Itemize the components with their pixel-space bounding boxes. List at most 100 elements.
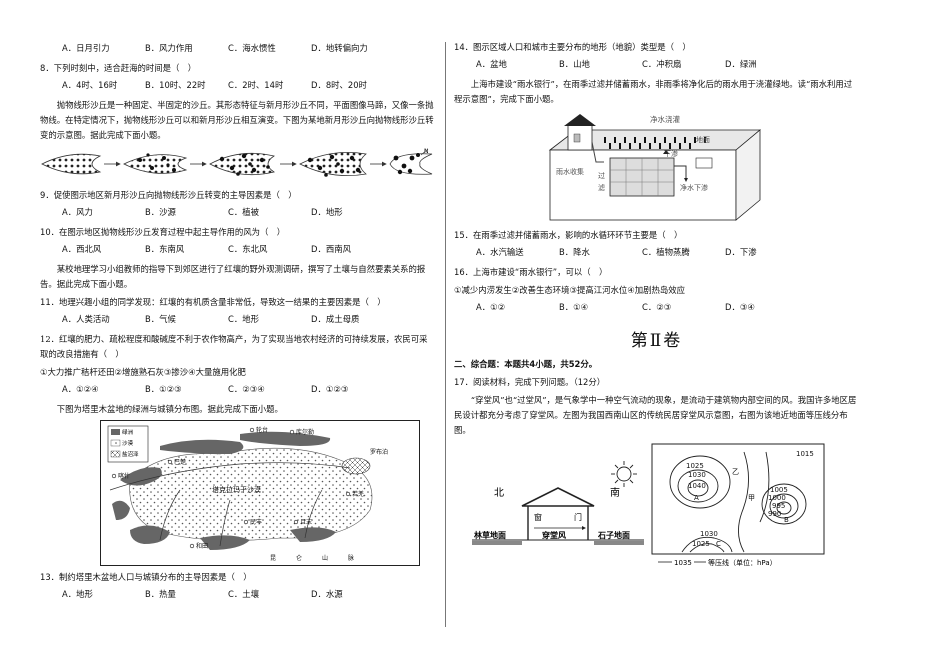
q7-option-b: B．风力作用 <box>145 43 193 53</box>
legend-desert-swatch <box>110 439 121 447</box>
q9-option-c: C．植被 <box>228 207 259 217</box>
tarim-map: 绿洲 沙漠 盐沼泽 轮台 库尔勒 巴楚 塔克拉玛干沙漠 民丰 若羌 昆 仑 山 … <box>100 420 420 566</box>
q13-stem: 13．制约塔里木盆地人口与城镇分布的主导因素是（ ） <box>40 572 252 582</box>
q13-option-d: D．水源 <box>311 589 343 599</box>
q7-option-a: A．日月引力 <box>62 43 110 53</box>
rain-label-seep: 下渗 <box>664 149 678 158</box>
city-markers <box>111 427 351 549</box>
right-column: 14．图示区域人口和城市主要分布的地形（地貌）类型是（ ） A．盆地 B．山地 … <box>454 40 859 570</box>
isobar-label-990: 990 <box>768 510 781 518</box>
plant-rows <box>604 137 706 149</box>
q14-option-b: B．山地 <box>559 59 590 69</box>
q8-option-b: B．10时、22时 <box>145 80 206 90</box>
q9-options: A．风力 B．沙源 C．植被 D．地形 <box>62 206 435 219</box>
q8-option-a: A．4时、16时 <box>62 80 118 90</box>
q11-option-b: B．气候 <box>145 314 176 324</box>
q17-stem: 17．阅读材料，完成下列问题。（12分） <box>454 377 606 387</box>
q13-option-a: A．地形 <box>62 589 93 599</box>
dune-diagram-svg: N <box>41 148 433 177</box>
map-label-minfeng: 民丰 <box>250 518 262 526</box>
left-column: A．日月引力 B．风力作用 C．海水惯性 D．地转偏向力 8．下列时刻中，适合赶… <box>40 40 435 607</box>
q15-stem: 15．在雨季过滤并储蓄雨水，影响的水循环环节主要是（ ） <box>454 230 683 240</box>
dune-intro: 抛物线形沙丘是一种固定、半固定的沙丘。其形态特征与新月形沙丘不同，平面图像马蹄，… <box>40 100 434 140</box>
q14-option-a: A．盆地 <box>476 59 507 69</box>
q11-options: A．人类活动 B．气候 C．地形 D．成土母质 <box>62 313 435 326</box>
q9-stem: 9．促使图示地区新月形沙丘向抛物线形沙丘转变的主导因素是（ ） <box>40 190 297 200</box>
dune-stage-4 <box>299 152 367 177</box>
q9-option-b: B．沙源 <box>145 207 176 217</box>
rain-intro: 上海市建设“雨水银行”，在雨季过滤并储蓄雨水，非雨季将净化后的雨水用于浇灌绿地。… <box>454 79 853 104</box>
isobar-label-1015: 1015 <box>796 450 814 458</box>
house-label-window: 窗 <box>534 512 542 522</box>
q9-option-a: A．风力 <box>62 207 93 217</box>
q16-options: A．①② B．①④ C．②③ D．③④ <box>476 301 859 314</box>
isobar-label-B: B <box>784 516 789 524</box>
q17-figures-svg: 北 南 窗 门 林草地面 穿堂风 石子地面 <box>472 443 825 567</box>
q7-options: A．日月引力 B．风力作用 C．海水惯性 D．地转偏向力 <box>62 42 435 55</box>
pump-box <box>695 157 713 169</box>
q12-option-c: C．②③④ <box>228 384 265 394</box>
column-divider <box>445 42 446 627</box>
isobar-label-A: A <box>694 494 699 502</box>
isobar-label-jia: 甲 <box>748 494 755 502</box>
isobar-label-C: C <box>716 540 721 548</box>
map-label-qiemo: 且末 <box>300 518 312 526</box>
field-intro: 某校地理学习小组教师的指导下到郊区进行了红壤的野外观测调研，撰写了土壤与自然要素… <box>40 264 426 289</box>
rain-label-seep-2: 净水下渗 <box>680 183 708 192</box>
q12-stem: 12．红壤的肥力、疏松程度和酸碱度不利于农作物高产，为了实现当地农村经济的可持续… <box>40 334 428 359</box>
q13-option-b: B．热量 <box>145 589 176 599</box>
isobar-label-1025a: 1025 <box>686 462 704 470</box>
map-label-lun: 仑 <box>296 554 302 562</box>
q11-stem: 11．地理兴趣小组的同学发现：红壤的有机质含量非常低，导致这一结果的主要因素是（… <box>40 297 386 307</box>
q10-option-b: B．东南风 <box>145 244 185 254</box>
q10-options: A．西北风 B．东南风 C．东北风 D．西南风 <box>62 243 435 256</box>
rain-label-filter-2: 滤 <box>598 183 605 192</box>
dune-stage-5: N <box>389 148 433 175</box>
q15-option-d: D．下渗 <box>725 247 757 257</box>
q14-options: A．盆地 B．山地 C．冲积扇 D．绿洲 <box>476 58 859 71</box>
map-label-luntai: 轮台 <box>256 426 268 434</box>
q15-option-c: C．植物蒸腾 <box>642 247 690 257</box>
q10-option-a: A．西北风 <box>62 244 102 254</box>
q12-option-a: A．①②④ <box>62 384 99 394</box>
q15-options: A．水汽输送 B．降水 C．植物蒸腾 D．下渗 <box>476 246 859 259</box>
q13-option-c: C．土壤 <box>228 589 259 599</box>
oasis-areas <box>112 431 336 550</box>
q7-option-c: C．海水惯性 <box>228 43 276 53</box>
map-label-lopnur: 罗布泊 <box>370 448 388 456</box>
legend-salt: 盐沼泽 <box>122 450 139 458</box>
isobar-label-1030a: 1030 <box>688 471 706 479</box>
map-label-kun: 昆 <box>270 555 276 562</box>
rain-bank-diagram: 净水浇灌 地面 雨水收集 过 滤 下渗 净水下渗 <box>546 110 762 222</box>
map-intro: 下图为塔里木盆地的绿洲与城镇分布图。据此完成下面小题。 <box>56 404 283 414</box>
legend-oasis-swatch <box>111 429 120 435</box>
q16-option-d: D．③④ <box>725 302 755 312</box>
map-label-taklimakan: 塔克拉玛干沙漠 <box>212 485 261 494</box>
q13-options: A．地形 B．热量 C．土壤 D．水源 <box>62 588 435 601</box>
q8-option-d: D．8时、20时 <box>311 80 367 90</box>
isobar-label-yi: 乙 <box>732 468 739 476</box>
q17-figures: 北 南 窗 门 林草地面 穿堂风 石子地面 <box>454 442 859 570</box>
lop-nur-salt-marsh <box>341 457 371 475</box>
house-label-north: 北 <box>494 487 504 499</box>
q10-stem: 10．在图示地区抛物线形沙丘发育过程中起主导作用的风为（ ） <box>40 227 286 237</box>
q16-option-c: C．②③ <box>642 302 672 312</box>
map-label-hotan: 和田 <box>196 542 208 550</box>
q14-option-c: C．冲积扇 <box>642 59 682 69</box>
q11-option-c: C．地形 <box>228 314 259 324</box>
q8-stem: 8．下列时刻中，适合赶海的时间是（ ） <box>40 63 197 73</box>
q11-option-d: D．成土母质 <box>311 314 360 324</box>
q16-option-a: A．①② <box>476 302 506 312</box>
q16-items: ①减少内涝发生②改善生态环境③提高江河水位④加剧热岛效应 <box>454 285 686 295</box>
isobar-label-995: 995 <box>772 502 785 510</box>
q10-option-c: C．东北风 <box>228 244 268 254</box>
q16-option-b: B．①④ <box>559 302 589 312</box>
map-label-mai: 脉 <box>348 554 354 562</box>
isobar-label-1000: 1000 <box>768 494 786 502</box>
legend-oasis: 绿洲 <box>122 428 134 436</box>
q9-option-d: D．地形 <box>311 207 343 217</box>
q8-option-c: C．2时、14时 <box>228 80 284 90</box>
map-label-korla: 库尔勒 <box>296 428 314 436</box>
isobar-legend-text: 等压线（单位：hPa） <box>708 558 777 567</box>
